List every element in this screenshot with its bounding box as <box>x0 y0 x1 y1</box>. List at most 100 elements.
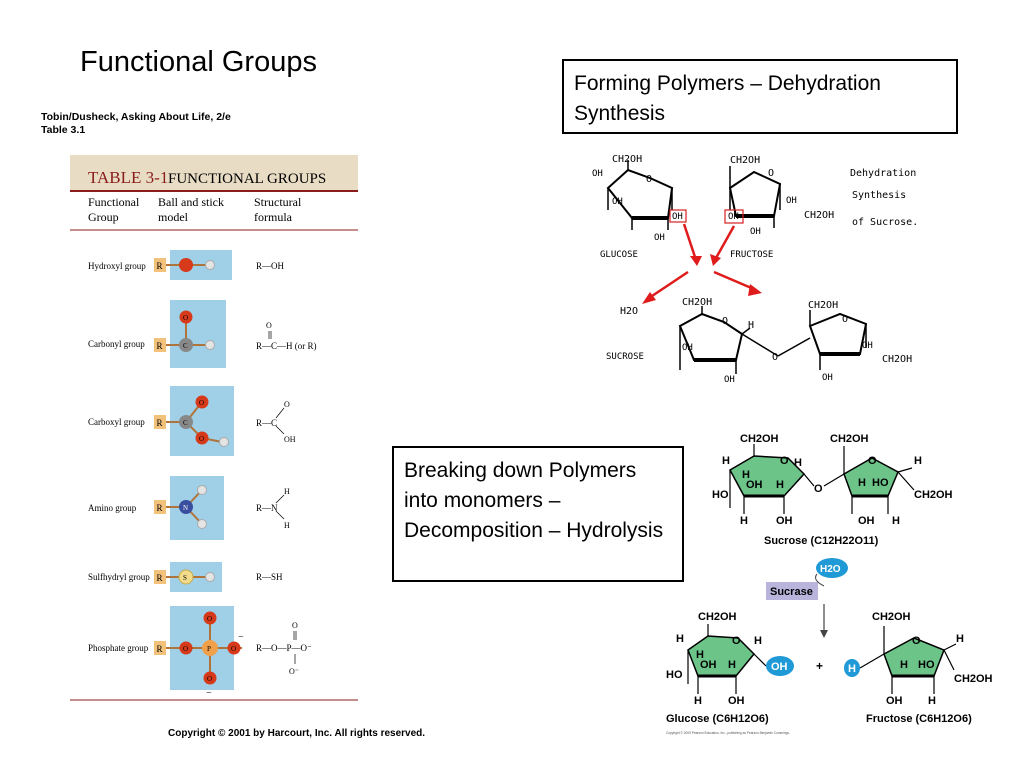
svg-text:R: R <box>157 644 163 654</box>
fructose-h-badge <box>844 659 860 677</box>
oxygen-atom <box>203 611 217 625</box>
row-carboxyl-formula: R—C <box>256 418 277 428</box>
svg-text:H: H <box>956 633 964 645</box>
hydrogen-atom <box>205 572 215 582</box>
svg-text:OH: OH <box>728 695 745 707</box>
fructose-label: FRUCTOSE <box>730 250 773 260</box>
svg-text:O: O <box>284 400 290 409</box>
svg-text:H: H <box>742 469 750 481</box>
svg-text:H: H <box>892 515 900 527</box>
svg-text:CH2OH: CH2OH <box>872 611 911 623</box>
col-header-group-1: Functional <box>88 195 140 209</box>
svg-text:O: O <box>722 316 728 327</box>
phosphorus-atom <box>202 640 218 656</box>
row-phosphate-label: Phosphate group <box>88 643 149 653</box>
carbon-atom <box>179 338 193 352</box>
svg-text:O⁻: O⁻ <box>289 667 299 676</box>
oxygen-atom <box>179 258 193 272</box>
functional-groups-table-figure: TABLE 3-1 FUNCTIONAL GROUPS Functional G… <box>70 155 358 701</box>
glucose-structure: CH2OH O H H OH H H HO H OH <box>666 611 767 707</box>
svg-text:O: O <box>183 314 188 322</box>
svg-text:H: H <box>740 515 748 527</box>
svg-text:OH: OH <box>862 341 873 351</box>
sucrose-molecule: CH2OH O H OH OH O CH2OH O OH CH2OH OH <box>678 297 912 385</box>
svg-text:H2O: H2O <box>820 564 841 575</box>
row-amino-formula: R—N <box>256 503 278 513</box>
svg-text:HO: HO <box>872 477 889 489</box>
svg-text:H: H <box>794 457 802 469</box>
dehydration-synthesis-diagram: CH2OH O OH OH OH OH GLUCOSE CH2OH O OH O… <box>590 148 930 388</box>
col-header-model-2: model <box>158 210 189 224</box>
glucose-oh-badge <box>766 656 794 676</box>
svg-text:CH2OH: CH2OH <box>954 673 993 685</box>
svg-text:CH2OH: CH2OH <box>808 300 838 311</box>
hydrogen-atom <box>197 485 207 495</box>
copyright-notice: Copyright © 2001 by Harcourt, Inc. All r… <box>168 728 426 739</box>
svg-text:O: O <box>912 635 921 647</box>
hydrolysis-diagram: CH2OH O H H OH H H HO H OH O CH2OH O H H… <box>662 418 1014 740</box>
row-sulfhydryl-label: Sulfhydryl group <box>88 572 150 582</box>
slide-title: Functional Groups <box>80 46 317 78</box>
svg-text:H: H <box>748 320 754 331</box>
svg-text:H: H <box>676 633 684 645</box>
svg-text:OH: OH <box>672 212 683 222</box>
row-hydroxyl-label: Hydroxyl group <box>88 261 146 271</box>
glucose-oh-highlight <box>669 209 687 223</box>
svg-text:OH: OH <box>750 227 761 237</box>
svg-text:OH: OH <box>592 169 603 179</box>
functional-groups-table: TABLE 3-1 FUNCTIONAL GROUPS Functional G… <box>70 150 358 710</box>
svg-text:S: S <box>183 574 187 582</box>
svg-text:OH: OH <box>776 515 793 527</box>
svg-text:H: H <box>776 479 784 491</box>
svg-text:O: O <box>199 399 204 407</box>
svg-text:OH: OH <box>822 373 833 383</box>
svg-text:H: H <box>696 649 704 661</box>
svg-text:OH: OH <box>886 695 903 707</box>
row-hydroxyl-formula: R—OH <box>256 261 285 271</box>
svg-text:O: O <box>732 635 741 647</box>
sucrose-structure: CH2OH O H H OH H H HO H OH O CH2OH O H H… <box>712 433 953 527</box>
svg-text:OH: OH <box>786 196 797 206</box>
hydrogen-atom <box>205 340 215 350</box>
svg-text:OH: OH <box>612 197 623 207</box>
fructose-structure: CH2OH O H H HO CH2OH OH H <box>859 611 993 707</box>
svg-text:R: R <box>157 418 163 428</box>
caption-line-2: Synthesis <box>852 190 906 201</box>
fructose-ring: CH2OH O OH OH OH CH2OH <box>724 155 834 237</box>
water-product: H2O <box>620 306 638 317</box>
svg-text:O: O <box>646 174 652 185</box>
svg-text:O: O <box>814 483 823 495</box>
svg-text:−: − <box>238 632 244 643</box>
hydrogen-atom <box>197 519 207 529</box>
svg-text:O: O <box>768 168 774 179</box>
glucose-formula-label: Glucose (C6H12O6) <box>666 713 769 725</box>
svg-text:CH2OH: CH2OH <box>740 433 779 445</box>
carbonyl-model-panel <box>170 300 226 368</box>
svg-text:O: O <box>292 621 298 630</box>
svg-text:OH: OH <box>654 233 665 243</box>
oxygen-atom <box>227 641 241 655</box>
hydrogen-atom <box>219 437 229 447</box>
svg-text:H: H <box>914 455 922 467</box>
forming-polymers-callout: Forming Polymers – Dehydration Synthesis <box>562 59 958 134</box>
plus-sign: + <box>816 659 823 673</box>
sulfur-atom <box>178 569 194 585</box>
sucrose-formula-label: Sucrose (C12H22O11) <box>764 535 879 547</box>
col-header-model-1: Ball and stick <box>158 195 224 209</box>
svg-text:H: H <box>694 695 702 707</box>
oxygen-atom <box>195 431 209 445</box>
svg-text:H: H <box>722 455 730 467</box>
svg-text:R: R <box>157 503 163 513</box>
svg-text:R: R <box>157 341 163 351</box>
oxygen-atom <box>179 641 193 655</box>
svg-text:OH: OH <box>682 343 693 353</box>
table-number: TABLE 3-1 <box>88 168 168 187</box>
svg-text:OH: OH <box>700 659 717 671</box>
row-carbonyl-formula: R—C—H (or R) <box>256 341 317 351</box>
svg-text:H: H <box>900 659 908 671</box>
svg-text:O: O <box>207 675 212 683</box>
svg-text:O: O <box>266 321 272 330</box>
svg-text:C: C <box>183 419 188 427</box>
svg-text:O: O <box>207 615 212 623</box>
svg-text:O: O <box>231 645 236 653</box>
